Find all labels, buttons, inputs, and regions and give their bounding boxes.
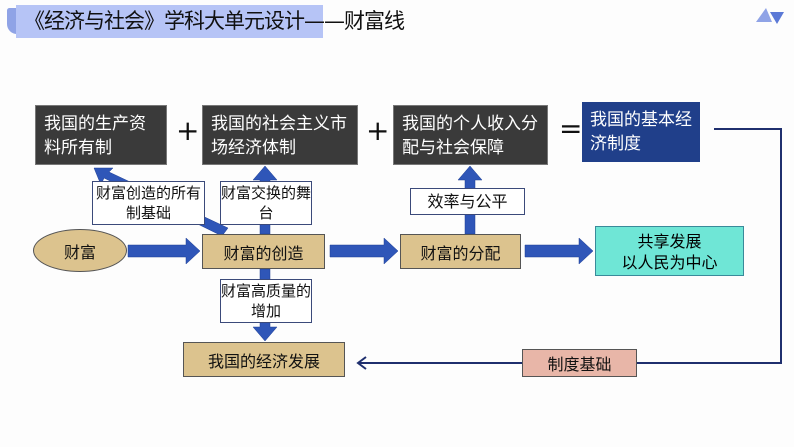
basic-economic-system-box: 我国的基本经济制度 [582,102,700,162]
logo-icon-2 [770,12,784,24]
shared-development-line2: 以人民为中心 [621,253,718,272]
quality-increase-label: 财富高质量的增加 [220,279,312,323]
arrow-distribution-to-sharing [524,237,594,265]
plus-sign: + [176,114,200,147]
market-economy-box: 我国的社会主义市场经济体制 [202,105,358,165]
equals-sign: = [559,112,583,145]
wealth-creation-box: 财富的创造 [202,234,325,269]
ownership-basis-label: 财富创造的所有制基础 [92,181,205,225]
economic-development-box: 我国的经济发展 [183,342,345,377]
title-decoration [7,8,17,34]
exchange-stage-label: 财富交换的舞台 [220,181,312,225]
logo-icon [756,8,772,22]
ownership-box: 我国的生产资料所有制 [35,105,167,165]
arrow-wealth-to-creation [127,237,201,265]
wealth-ellipse: 财富 [33,229,127,272]
efficiency-fairness-label: 效率与公平 [410,188,525,215]
wealth-distribution-box: 财富的分配 [400,234,521,269]
arrow-creation-to-distribution [329,237,399,265]
shared-development-box: 共享发展 以人民为中心 [595,226,744,276]
shared-development-line1: 共享发展 [637,232,702,251]
plus-sign: + [366,114,390,147]
institutional-basis-box: 制度基础 [522,349,637,377]
income-distribution-box: 我国的个人收入分配与社会保障 [393,105,548,165]
feedback-arrowhead [356,356,367,370]
